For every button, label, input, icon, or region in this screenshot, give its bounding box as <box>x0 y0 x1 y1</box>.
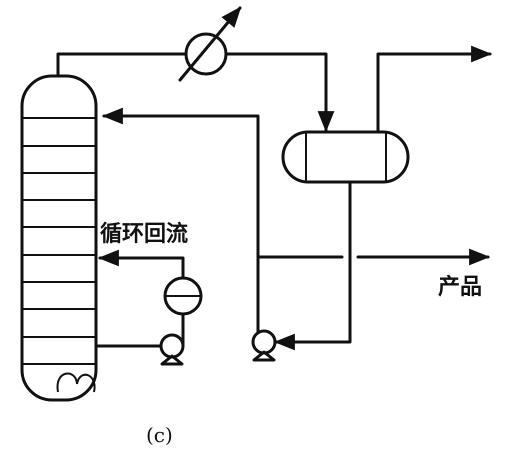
reflux-return-line <box>101 107 260 336</box>
pumparound-pump-icon <box>159 333 185 366</box>
reflux-pump-icon <box>251 329 277 362</box>
reflux-drum-icon <box>281 130 410 184</box>
reboiler-inlet-icon <box>56 372 96 393</box>
figure-caption: (c) <box>146 423 173 447</box>
distillation-column-icon <box>20 74 98 402</box>
overhead-vapor-line <box>56 52 335 133</box>
column-trays <box>22 117 96 365</box>
pumparound-return-line <box>97 249 185 280</box>
pumparound-cooler-icon <box>163 276 203 316</box>
drum-outlet-line <box>273 180 352 351</box>
circulating-reflux-label: 循环回流 <box>100 221 188 247</box>
product-label: 产品 <box>438 275 482 300</box>
condenser-icon <box>178 6 242 82</box>
vent-line <box>376 45 493 134</box>
